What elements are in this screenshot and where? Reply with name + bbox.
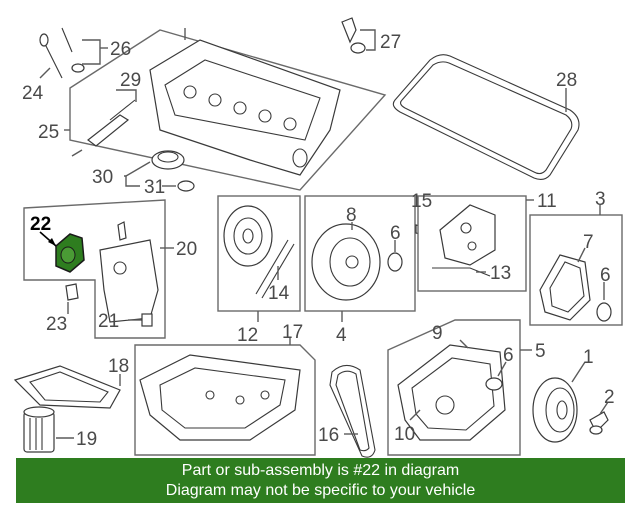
seal-6b-part[interactable] xyxy=(485,377,503,391)
spark-plug-tube-part[interactable] xyxy=(87,99,136,147)
callout-1: 1 xyxy=(583,347,594,368)
oil-baffle-part[interactable] xyxy=(13,365,121,409)
dipstick-part[interactable] xyxy=(39,27,85,79)
upper-cover-part[interactable] xyxy=(539,254,591,321)
callout-21: 21 xyxy=(98,311,119,332)
seal-6a-part[interactable] xyxy=(387,252,403,272)
callout-20: 20 xyxy=(176,239,197,260)
water-pump-part[interactable] xyxy=(311,223,381,301)
callout-16: 16 xyxy=(318,425,339,446)
callout-12: 12 xyxy=(237,325,258,346)
callout-17: 17 xyxy=(282,322,303,343)
bolt-27-part[interactable] xyxy=(341,17,366,54)
crankshaft-pulley-part[interactable] xyxy=(532,377,578,443)
callout-2: 2 xyxy=(604,387,615,408)
callout-26: 26 xyxy=(110,39,131,60)
callout-30: 30 xyxy=(92,167,113,188)
banner-line-2: Diagram may not be specific to your vehi… xyxy=(165,482,476,499)
callout-28: 28 xyxy=(556,70,577,91)
callout-25: 25 xyxy=(38,122,59,143)
callout-24: 24 xyxy=(22,83,44,104)
callout-7: 7 xyxy=(583,232,594,253)
idler-pulley-part[interactable] xyxy=(223,205,273,267)
notice-banner: Part or sub-assembly is #22 in diagram D… xyxy=(16,458,625,503)
callout-6a: 6 xyxy=(390,223,401,244)
pulley-bolt-part[interactable] xyxy=(589,411,609,435)
callout-29: 29 xyxy=(120,70,141,91)
callout-11: 11 xyxy=(537,191,557,212)
callout-4: 4 xyxy=(336,325,347,346)
seal-6c-part[interactable] xyxy=(596,302,612,322)
callout-22-highlighted: 22 xyxy=(30,214,51,235)
oil-filler-cap-part[interactable] xyxy=(151,150,195,192)
oil-pan-part[interactable] xyxy=(139,354,301,441)
oil-pump-part[interactable] xyxy=(99,221,159,323)
callout-6c: 6 xyxy=(600,265,611,286)
valve-cover-gasket-part[interactable] xyxy=(392,54,580,181)
callout-3: 3 xyxy=(595,189,606,210)
callout-14: 14 xyxy=(268,283,290,304)
callout-15: 15 xyxy=(411,191,432,212)
callout-31: 31 xyxy=(144,177,165,198)
timing-belt-part[interactable] xyxy=(329,364,376,458)
callout-19: 19 xyxy=(76,429,97,450)
valve-cover-part[interactable] xyxy=(149,39,341,176)
banner-line-1: Part or sub-assembly is #22 in diagram xyxy=(181,462,460,479)
callout-13: 13 xyxy=(490,263,511,284)
callout-6b: 6 xyxy=(503,345,514,366)
lower-cover-part[interactable] xyxy=(397,344,506,441)
oil-filter-part[interactable] xyxy=(23,406,55,453)
oil-strainer-bolt-part[interactable] xyxy=(65,283,79,301)
callout-8: 8 xyxy=(346,205,357,226)
callout-23: 23 xyxy=(46,314,67,335)
callout-10: 10 xyxy=(394,424,415,445)
callout-27: 27 xyxy=(380,32,401,53)
back-cover-part[interactable] xyxy=(439,204,496,266)
callout-9: 9 xyxy=(432,323,443,344)
callout-5: 5 xyxy=(535,341,546,362)
callout-18: 18 xyxy=(108,356,129,377)
oil-pump-gasket-highlighted[interactable] xyxy=(55,233,85,273)
